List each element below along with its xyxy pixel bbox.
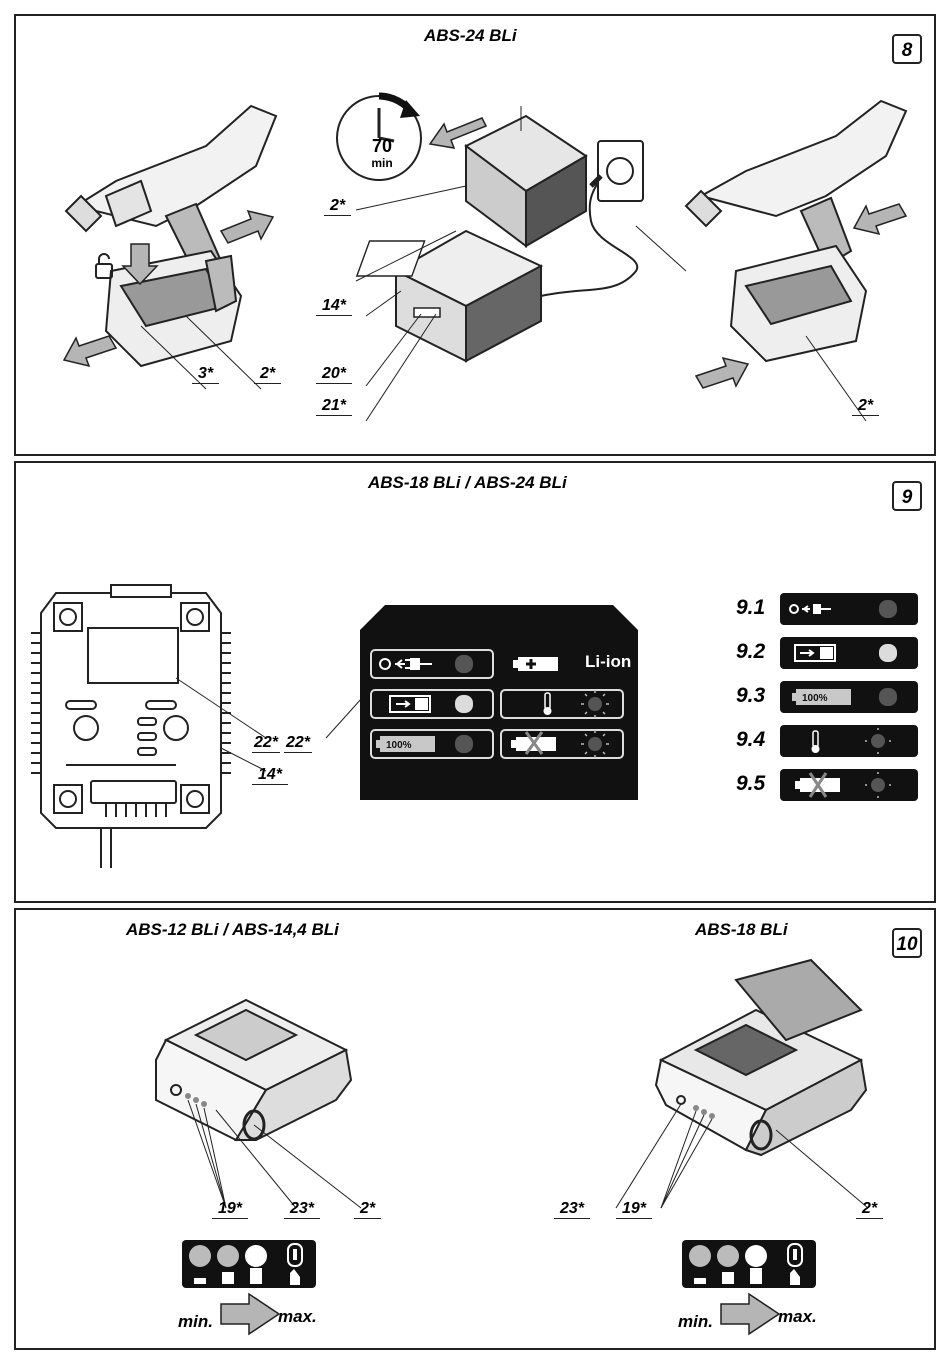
drill-battery-removal-illustration <box>46 86 306 386</box>
battery-charging-illustration <box>316 86 676 406</box>
callout-label: 19* <box>616 1200 652 1219</box>
indicator-label: 9.2 <box>736 640 765 664</box>
charger-control-panel: 100% <box>360 605 638 800</box>
indicator-label: 9.1 <box>736 596 765 620</box>
callout-label: 3* <box>192 365 219 384</box>
callout-label: 2* <box>324 197 351 216</box>
figure-panel-8: ABS-24 BLi 8 3* 2* <box>14 14 936 456</box>
callout-label: 20* <box>316 365 352 384</box>
indicator-label: 9.4 <box>736 728 765 752</box>
scale-max-label: max. <box>278 1307 317 1327</box>
increase-arrow <box>221 1294 281 1334</box>
callout-label: 23* <box>284 1200 320 1219</box>
scale-min-label: min. <box>678 1312 713 1332</box>
charger-underside-illustration <box>26 573 346 873</box>
callout-label: 2* <box>354 1200 381 1219</box>
callout-label: 2* <box>852 397 879 416</box>
panel-title: ABS-24 BLi <box>424 26 517 46</box>
indicator-mains-connected <box>780 593 918 625</box>
figure-panel-9: ABS-18 BLi / ABS-24 BLi 9 <box>14 461 936 903</box>
callout-label: 22* <box>284 734 312 753</box>
indicator-label: 9.3 <box>736 684 765 708</box>
callout-label: 14* <box>252 766 288 785</box>
panel-title-left: ABS-12 BLi / ABS-14,4 BLi <box>126 920 339 940</box>
callout-label: 2* <box>856 1200 883 1219</box>
panel-number: 9 <box>892 481 922 511</box>
battery-plus-icon <box>513 657 558 671</box>
battery-type-label: Li-ion <box>585 652 631 672</box>
panel-number: 8 <box>892 34 922 64</box>
callout-label: 21* <box>316 397 352 416</box>
indicator-charging <box>780 637 918 669</box>
drill-battery-insertion-illustration <box>676 86 926 386</box>
indicator-temperature-fault <box>780 725 918 757</box>
scale-min-label: min. <box>178 1312 213 1332</box>
indicator-battery-fault <box>780 769 918 801</box>
charge-time-value: 70 <box>363 138 401 154</box>
charge-time-unit: min <box>363 156 401 170</box>
indicator-fully-charged: 100% <box>780 681 918 713</box>
charge-level-indicator <box>682 1240 822 1290</box>
scale-max-label: max. <box>778 1307 817 1327</box>
figure-panel-10: ABS-12 BLi / ABS-14,4 BLi ABS-18 BLi 10 … <box>14 908 936 1350</box>
callout-label: 14* <box>316 297 352 316</box>
callout-label: 22* <box>252 734 280 753</box>
panel-title: ABS-18 BLi / ABS-24 BLi <box>368 473 567 493</box>
increase-arrow <box>721 1294 781 1334</box>
charge-level-indicator <box>182 1240 322 1290</box>
callout-label: 2* <box>254 365 281 384</box>
battery-pack-illustration <box>636 950 896 1210</box>
indicator-label: 9.5 <box>736 772 765 796</box>
panel-number: 10 <box>892 928 922 958</box>
callout-label: 23* <box>554 1200 590 1219</box>
panel-title-right: ABS-18 BLi <box>695 920 788 940</box>
battery-pack-illustration <box>136 980 396 1210</box>
callout-label: 19* <box>212 1200 248 1219</box>
battery-full-text: 100% <box>386 740 412 751</box>
battery-full-text: 100% <box>802 693 828 704</box>
